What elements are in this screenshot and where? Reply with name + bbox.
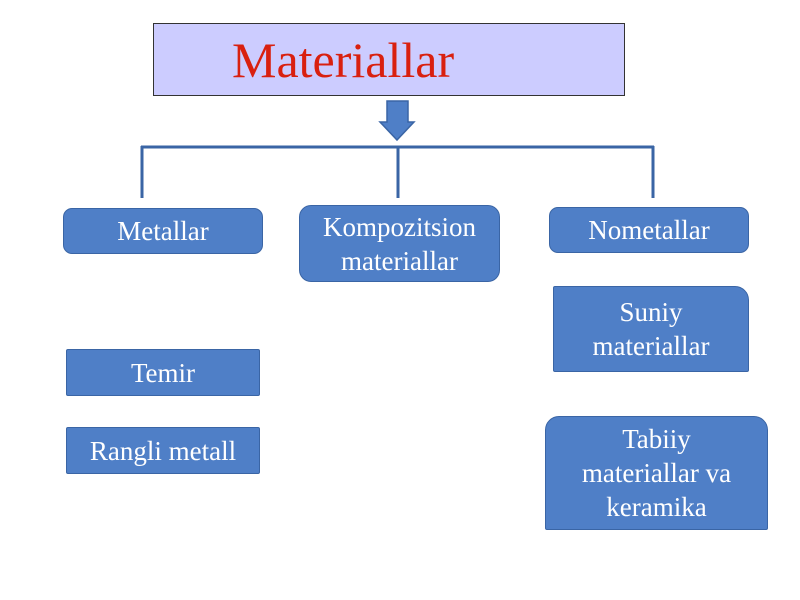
node-suniy-line1: Suniy <box>619 297 683 327</box>
node-temir: Temir <box>66 349 260 396</box>
node-kompozitsion-line1: Kompozitsion <box>323 211 476 242</box>
node-metallar-label: Metallar <box>117 216 209 246</box>
node-nometallar: Nometallar <box>549 207 749 253</box>
node-tabiiy-line1: Tabiiy <box>622 424 691 454</box>
node-rangli-metall-label: Rangli metall <box>89 435 237 466</box>
node-kompozitsion: Kompozitsion materiallar <box>299 205 500 282</box>
node-suniy: Suniy materiallar <box>553 286 749 372</box>
node-kompozitsion-line2: materiallar <box>341 245 458 276</box>
node-rangli-metall: Rangli metall <box>66 427 260 474</box>
node-suniy-line2: materiallar <box>592 331 710 361</box>
node-metallar: Metallar <box>63 208 263 254</box>
node-tabiiy-line3: keramika <box>606 492 707 522</box>
diagram-title: Materiallar <box>232 32 455 88</box>
down-arrow-icon <box>378 100 416 142</box>
title-box: Materiallar <box>153 23 625 96</box>
node-tabiiy: Tabiiy materiallar va keramika <box>545 416 768 530</box>
node-temir-label: Temir <box>130 357 196 388</box>
node-tabiiy-line2: materiallar va <box>581 458 732 488</box>
node-nometallar-label: Nometallar <box>588 215 710 245</box>
